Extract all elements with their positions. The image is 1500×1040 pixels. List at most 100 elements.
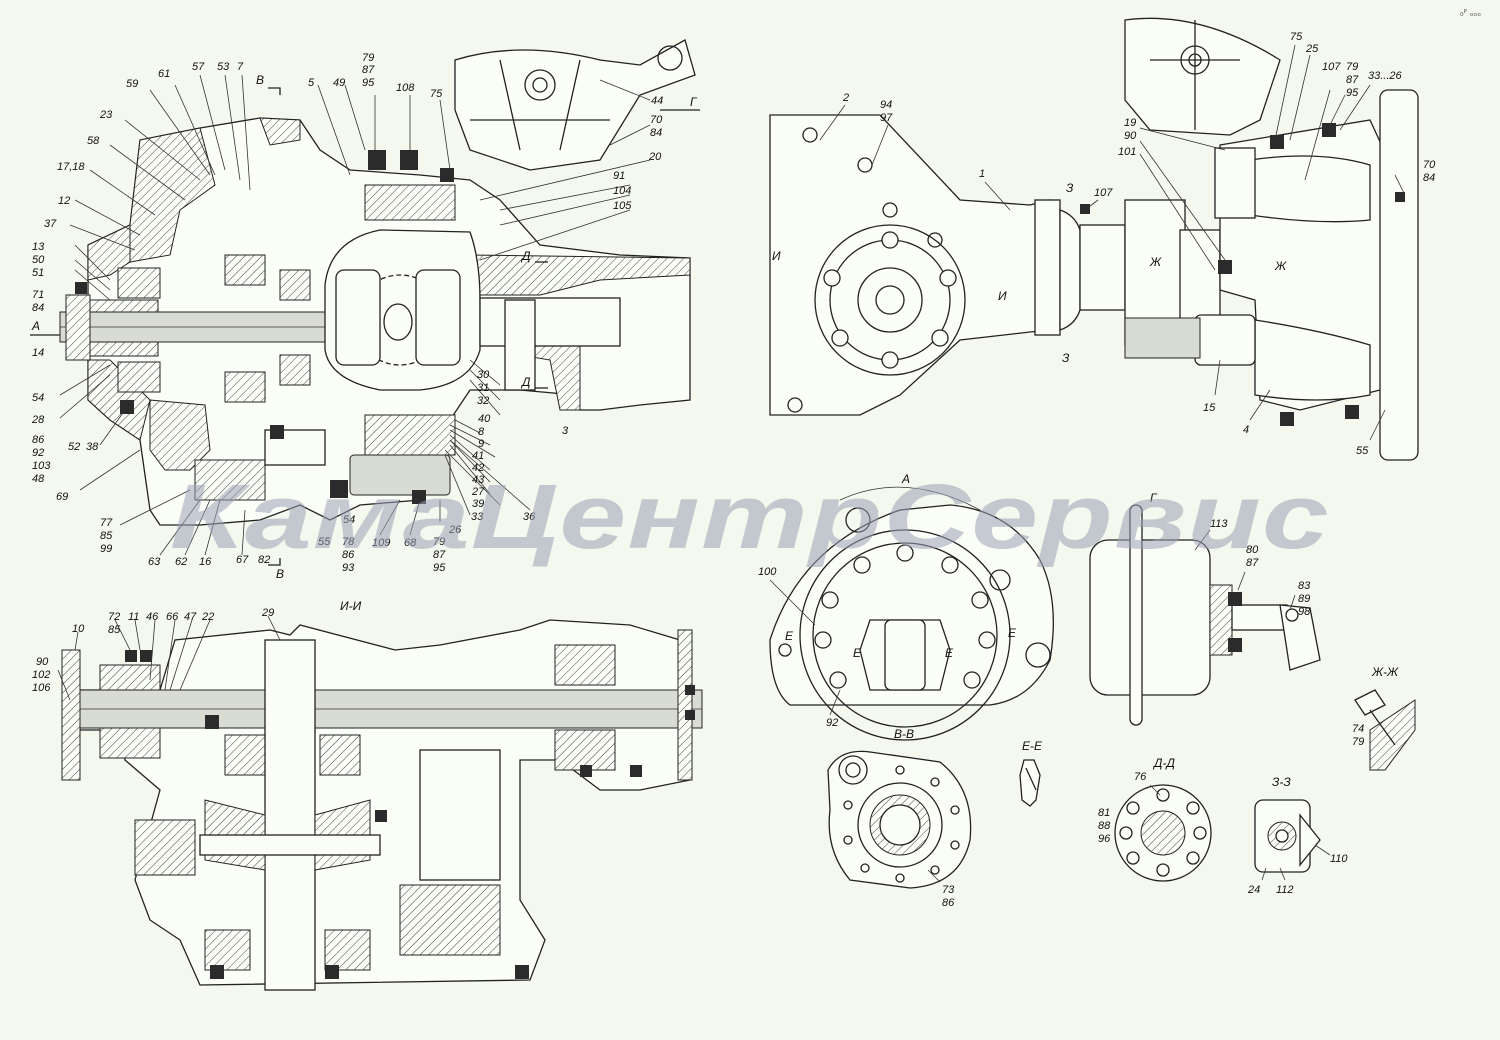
callout-label: 73	[942, 884, 955, 896]
callout-label: 99	[100, 543, 112, 555]
callout-label: 7	[237, 61, 244, 73]
top-right-callout-labels: 2 94 97 1 107 75 25 107 87 95 79 33...26…	[842, 31, 1436, 457]
callout-label: 97	[880, 112, 893, 124]
callout-label: 84	[650, 127, 662, 139]
callout-label: 48	[32, 473, 45, 485]
callout-label: 47	[184, 611, 197, 623]
section-title-ee: Е-Е	[1022, 739, 1043, 753]
callout-label: 62	[175, 556, 187, 568]
callout-label: 5	[308, 77, 315, 89]
callout-label: 11	[128, 611, 139, 623]
cut-mark-a: А	[31, 319, 40, 333]
callout-label: 113	[1210, 518, 1228, 530]
callout-label: 81	[1098, 807, 1110, 819]
section-title-ii: И-И	[340, 599, 362, 613]
section-dd: 76 81 88 96 Д-Д	[1098, 756, 1212, 882]
callout-label: 39	[472, 498, 484, 510]
callout-label: 50	[32, 254, 45, 266]
callout-label: 30	[477, 369, 490, 381]
ii-bolts	[125, 650, 695, 979]
callout-label: 96	[1098, 833, 1111, 845]
callout-label: 107	[1094, 187, 1113, 199]
cut-mark-zh-right: Ж	[1274, 259, 1287, 273]
callout-label: 28	[31, 414, 45, 426]
callout-label: 13	[32, 241, 45, 253]
cut-mark-i-left: И	[772, 249, 781, 263]
zz-callouts: 24 112 110	[1247, 853, 1348, 896]
callout-label: 75	[430, 88, 443, 100]
section-ii-view: 72 11 46 66 47 22 10 85 29 90 102 106 И-…	[32, 599, 703, 991]
flange-bolt-ring	[778, 507, 1051, 689]
top-right-bolts	[1080, 123, 1405, 426]
ii-leaders	[57, 615, 281, 701]
callout-label: 86	[342, 549, 355, 561]
hub-bolt-ring	[823, 231, 957, 369]
callout-label: 112	[1276, 884, 1294, 896]
callout-label: 12	[58, 195, 70, 207]
callout-label: 19	[1124, 117, 1136, 129]
callout-label: 71	[32, 289, 44, 301]
callout-label: 108	[396, 82, 415, 94]
section-title-bb: В-В	[894, 727, 914, 741]
section-title-a: А	[901, 472, 910, 486]
callout-label: 83	[1298, 580, 1311, 592]
callout-label: 84	[1423, 172, 1435, 184]
callout-label: 20	[648, 151, 662, 163]
callout-label: 59	[126, 78, 138, 90]
callout-label: 3	[562, 425, 569, 437]
dd-holes	[1119, 788, 1207, 877]
callout-label: 42	[472, 462, 484, 474]
callout-label: 80	[1246, 544, 1259, 556]
callout-label: 16	[199, 556, 212, 568]
view-g: 113 80 87 83 89 98 Г	[1089, 491, 1321, 726]
callout-label: 55	[1356, 445, 1369, 457]
callout-label: 77	[100, 517, 113, 529]
cut-mark-i-right: И	[998, 289, 1007, 303]
callout-label: 66	[166, 611, 179, 623]
callout-label: 85	[100, 530, 113, 542]
callout-label: 4	[1243, 424, 1249, 436]
callout-label: 101	[1118, 146, 1136, 158]
bb-holes	[843, 765, 960, 883]
callout-label: 98	[1298, 606, 1311, 618]
callout-label: 70	[650, 114, 663, 126]
callout-label: 23	[99, 109, 113, 121]
callout-label: 79	[1352, 736, 1364, 748]
callout-label: 92	[826, 717, 838, 729]
callout-label: 54	[343, 514, 355, 526]
callout-label: 105	[613, 200, 632, 212]
callout-label: 100	[758, 566, 777, 578]
callout-label: 87	[1246, 557, 1259, 569]
callout-label: 110	[1330, 853, 1348, 865]
callout-label: 103	[32, 460, 51, 472]
bolt-row	[75, 150, 454, 504]
cut-mark-b-top: В	[256, 73, 264, 87]
section-title-dd: Д-Д	[1152, 756, 1175, 770]
callout-label: 36	[523, 511, 536, 523]
callout-label: 31	[477, 382, 489, 394]
callout-label: 92	[32, 447, 44, 459]
cut-mark-z-bottom: З	[1062, 351, 1070, 365]
cut-mark-e4: Е	[1008, 626, 1017, 640]
callout-label: 46	[146, 611, 159, 623]
callout-label: 86	[32, 434, 45, 446]
section-bb: 73 86 В-В	[827, 727, 972, 909]
callout-label: 69	[56, 491, 68, 503]
callout-label: 55	[318, 536, 331, 548]
callout-label: 24	[1247, 884, 1260, 896]
callout-label: 43	[472, 474, 485, 486]
callout-label: 89	[1298, 593, 1310, 605]
cut-mark-z-top: З	[1066, 181, 1074, 195]
bb-callouts: 73 86	[942, 884, 955, 909]
callout-label: 44	[651, 95, 663, 107]
zhzh-callouts: 74 79	[1352, 723, 1364, 748]
view-a-leaders	[769, 486, 981, 716]
callout-label: 102	[32, 669, 50, 681]
callout-label: 41	[472, 450, 484, 462]
callout-label: 22	[201, 611, 214, 623]
callout-label: 29	[261, 607, 274, 619]
callout-label: 57	[192, 61, 205, 73]
corner-mark: ₀ᴾ ₒₒₒ	[1460, 9, 1481, 19]
cut-mark-d-top: Д	[520, 249, 531, 263]
callout-label: 2	[842, 92, 849, 104]
